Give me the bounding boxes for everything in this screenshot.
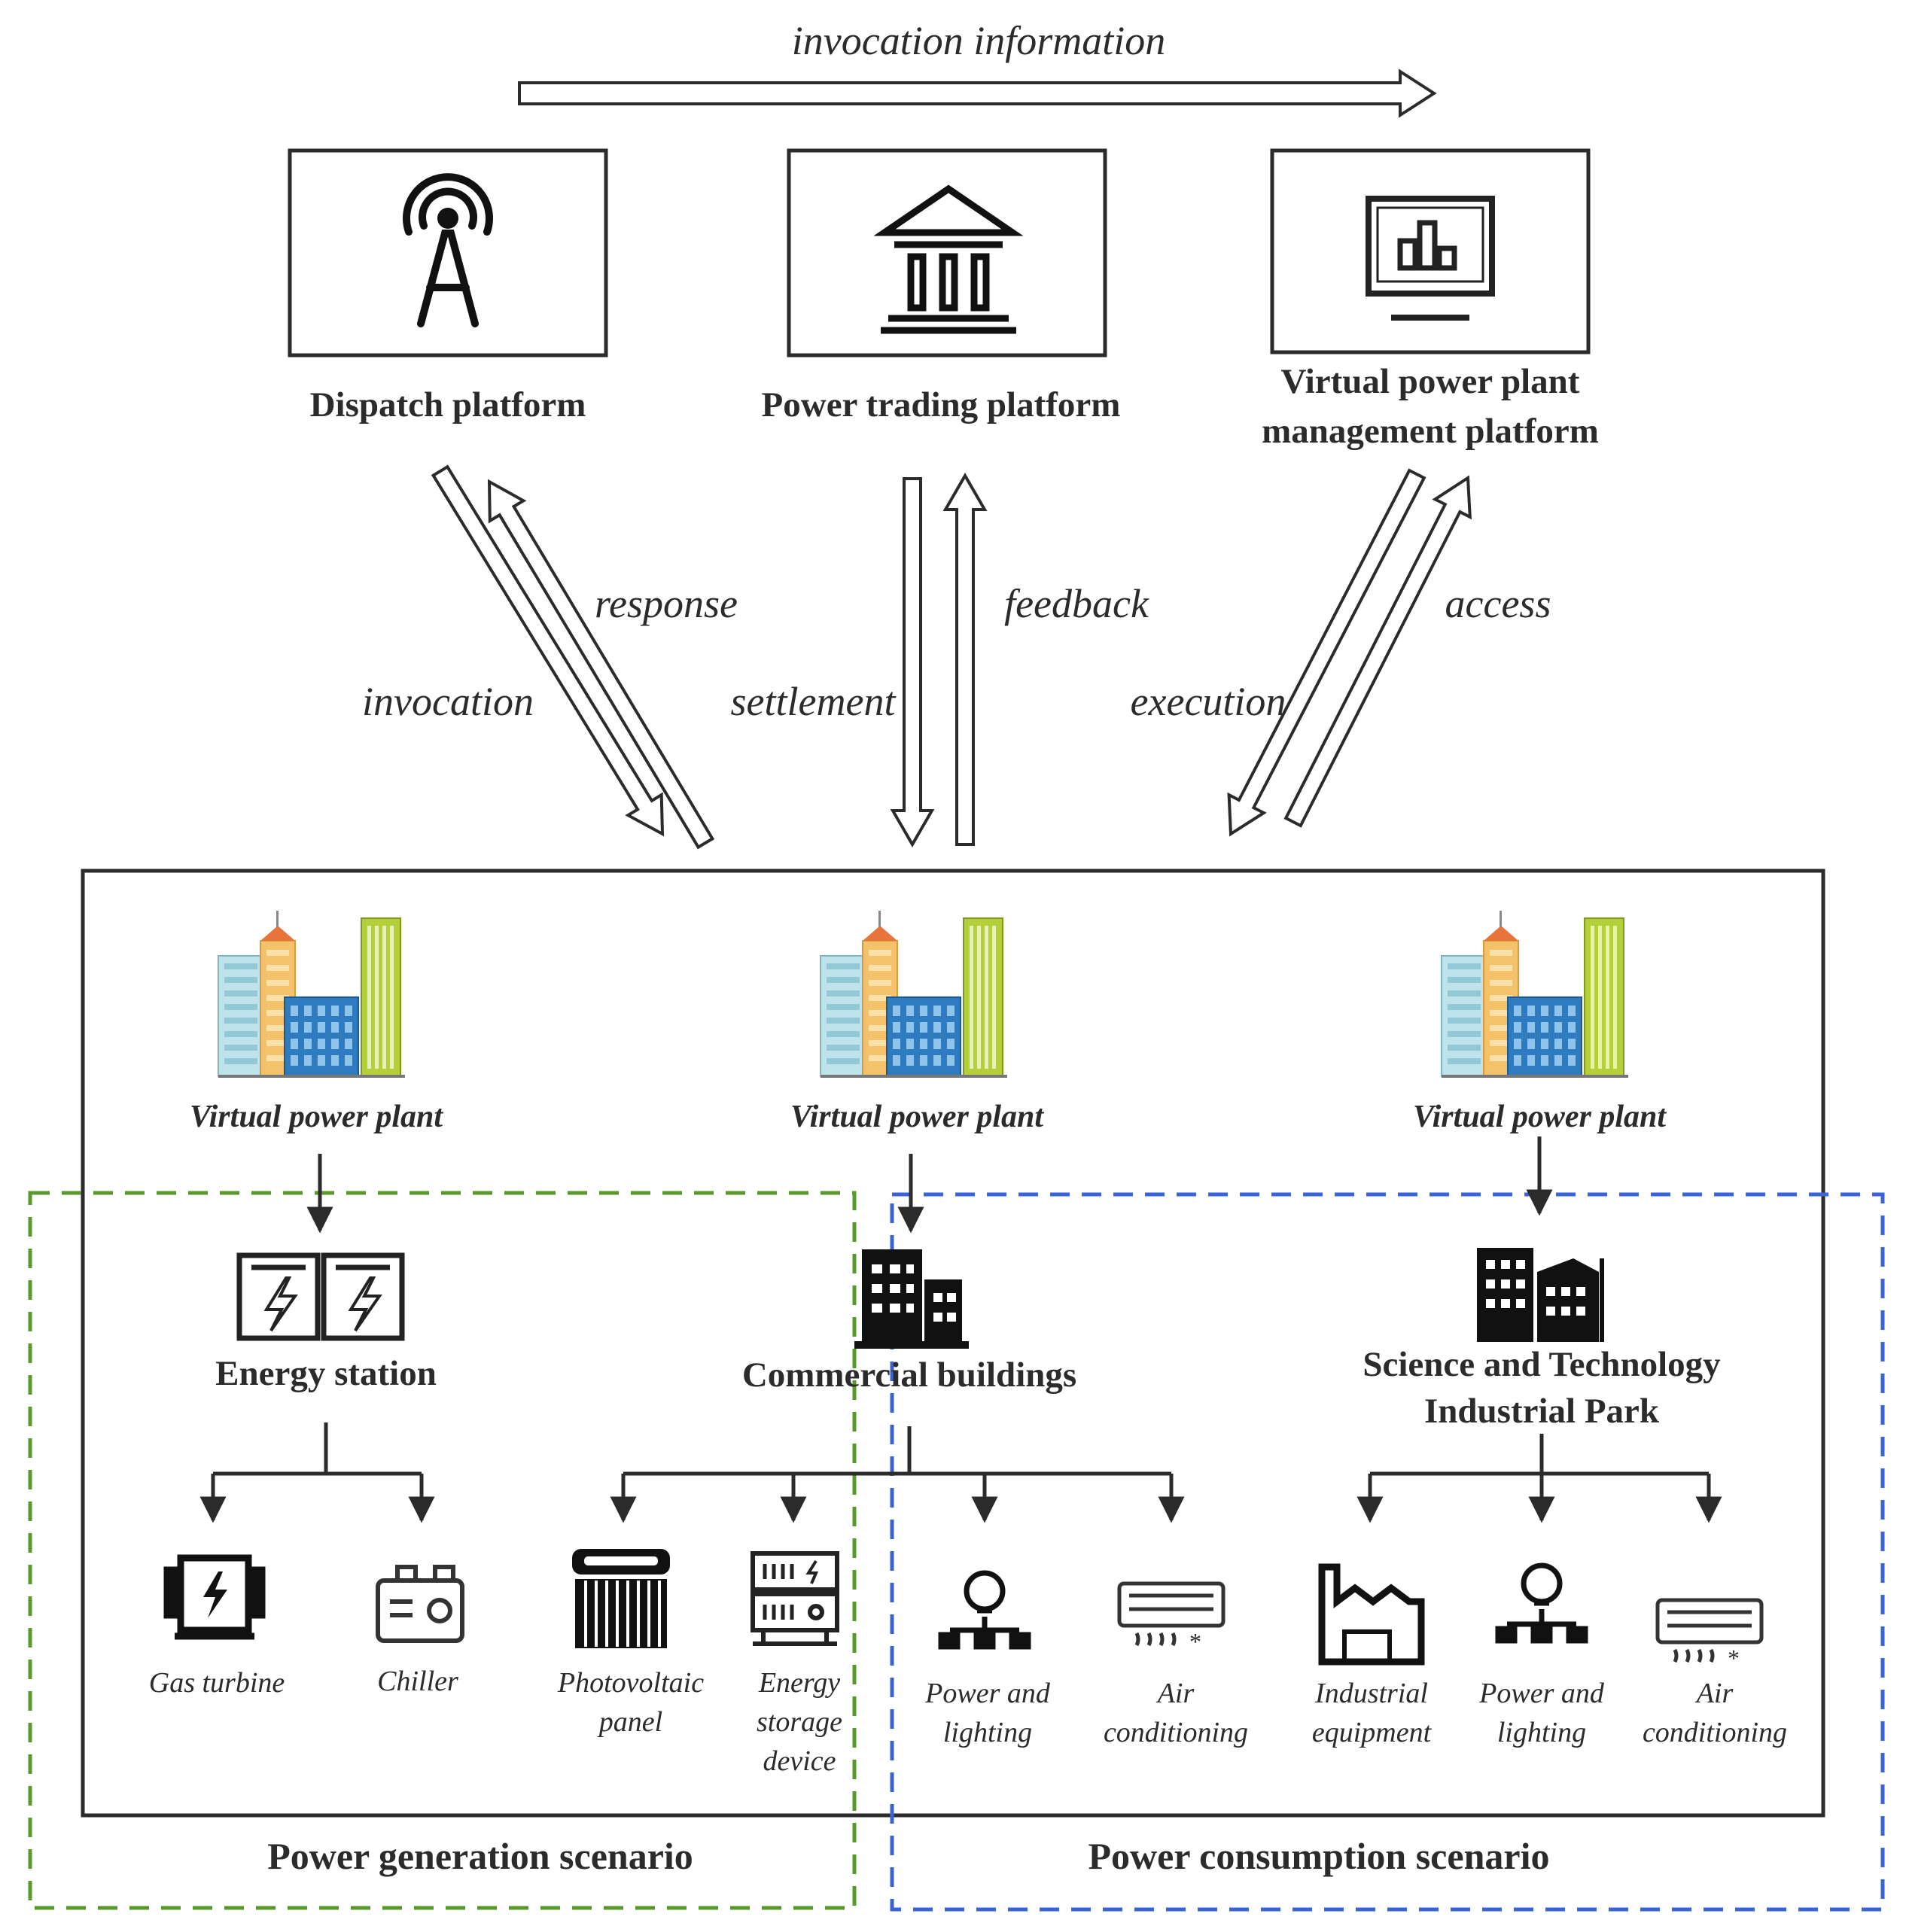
city-illustration-1 xyxy=(218,911,405,1078)
gas-turbine-icon xyxy=(163,1554,266,1640)
dispatch-platform-box xyxy=(288,148,608,357)
vpp-management-platform-box xyxy=(1270,148,1591,354)
lighting2-label-1: Power and xyxy=(1478,1678,1605,1709)
feedback-label: feedback xyxy=(1004,581,1149,626)
industrial-label-2: equipment xyxy=(1312,1717,1433,1748)
gas-turbine-label: Gas turbine xyxy=(149,1667,285,1699)
consumption-scenario-box xyxy=(890,1192,1885,1912)
pv-panel-label-1: Photovoltaic xyxy=(557,1667,704,1699)
access-arrow xyxy=(1283,475,1472,828)
commercial-tree xyxy=(610,1426,1185,1523)
dispatch-platform-label: Dispatch platform xyxy=(310,385,586,424)
battery-rack-icon xyxy=(751,1551,839,1646)
factory-icon xyxy=(1318,1563,1425,1666)
city-illustration-3 xyxy=(1441,911,1628,1078)
trading-platform-label: Power trading platform xyxy=(762,385,1121,424)
park-label-line2: Industrial Park xyxy=(1424,1392,1660,1431)
invocation-arrow xyxy=(431,464,665,837)
generation-scenario-box xyxy=(28,1191,857,1910)
pv-panel-label-2: panel xyxy=(597,1706,662,1738)
invocation-information-label: invocation information xyxy=(792,18,1165,63)
vpp-label-3: Virtual power plant xyxy=(1413,1100,1667,1134)
energy-station-tree xyxy=(199,1422,435,1523)
feedback-arrow xyxy=(942,473,988,846)
ac1-label-2: conditioning xyxy=(1104,1717,1248,1748)
vpp-management-label-line1: Virtual power plant xyxy=(1281,362,1580,401)
signal-tower-icon xyxy=(403,173,493,327)
park-tree xyxy=(1356,1434,1722,1523)
energy-station-icon xyxy=(236,1252,405,1341)
svg-text:*: * xyxy=(1728,1644,1740,1672)
storage-label-1: Energy xyxy=(758,1667,840,1699)
chiller-icon xyxy=(376,1565,464,1643)
bank-icon xyxy=(873,184,1024,334)
ac2-label-2: conditioning xyxy=(1643,1717,1787,1748)
park-label-line1: Science and Technology xyxy=(1363,1345,1721,1384)
lighting1-label-1: Power and xyxy=(924,1678,1051,1709)
city-illustration-2 xyxy=(820,911,1007,1078)
commercial-buildings-label: Commercial buildings xyxy=(742,1355,1076,1395)
energy-station-label: Energy station xyxy=(215,1354,437,1393)
air-conditioner-icon: * xyxy=(1117,1581,1226,1655)
settlement-arrow xyxy=(890,477,935,847)
response-label: response xyxy=(595,581,738,626)
vpp-label-2: Virtual power plant xyxy=(790,1100,1044,1134)
vpp-management-label-line2: management platform xyxy=(1262,412,1599,451)
industrial-label-1: Industrial xyxy=(1314,1678,1428,1709)
vpp-container xyxy=(81,869,1825,1818)
storage-label-2: storage xyxy=(757,1706,842,1738)
light-bulb-icon xyxy=(938,1570,1031,1650)
light-bulb-icon xyxy=(1495,1562,1588,1644)
air-conditioner-icon: * xyxy=(1655,1598,1764,1672)
response-arrow xyxy=(487,479,715,850)
trading-platform-box xyxy=(787,148,1107,357)
vpp-label-1: Virtual power plant xyxy=(190,1100,443,1134)
execution-label: execution xyxy=(1131,679,1286,724)
lighting1-label-2: lighting xyxy=(943,1717,1032,1748)
generation-scenario-label: Power generation scenario xyxy=(267,1835,693,1877)
office-building-icon xyxy=(854,1249,969,1349)
ac1-label-1: Air xyxy=(1155,1678,1195,1709)
svg-text:*: * xyxy=(1189,1628,1201,1655)
consumption-scenario-label: Power consumption scenario xyxy=(1088,1835,1550,1877)
chiller-label: Chiller xyxy=(377,1666,458,1697)
access-label: access xyxy=(1445,581,1551,626)
execution-arrow xyxy=(1227,468,1426,837)
lighting2-label-2: lighting xyxy=(1497,1717,1586,1748)
invocation-information-arrow xyxy=(518,68,1437,118)
storage-label-3: device xyxy=(763,1745,836,1777)
solar-panel-icon xyxy=(572,1549,670,1648)
settlement-label: settlement xyxy=(731,679,897,724)
invocation-label: invocation xyxy=(362,679,534,724)
ac2-label-1: Air xyxy=(1694,1678,1734,1709)
monitor-chart-icon xyxy=(1366,196,1495,321)
industrial-park-icon xyxy=(1477,1248,1604,1342)
